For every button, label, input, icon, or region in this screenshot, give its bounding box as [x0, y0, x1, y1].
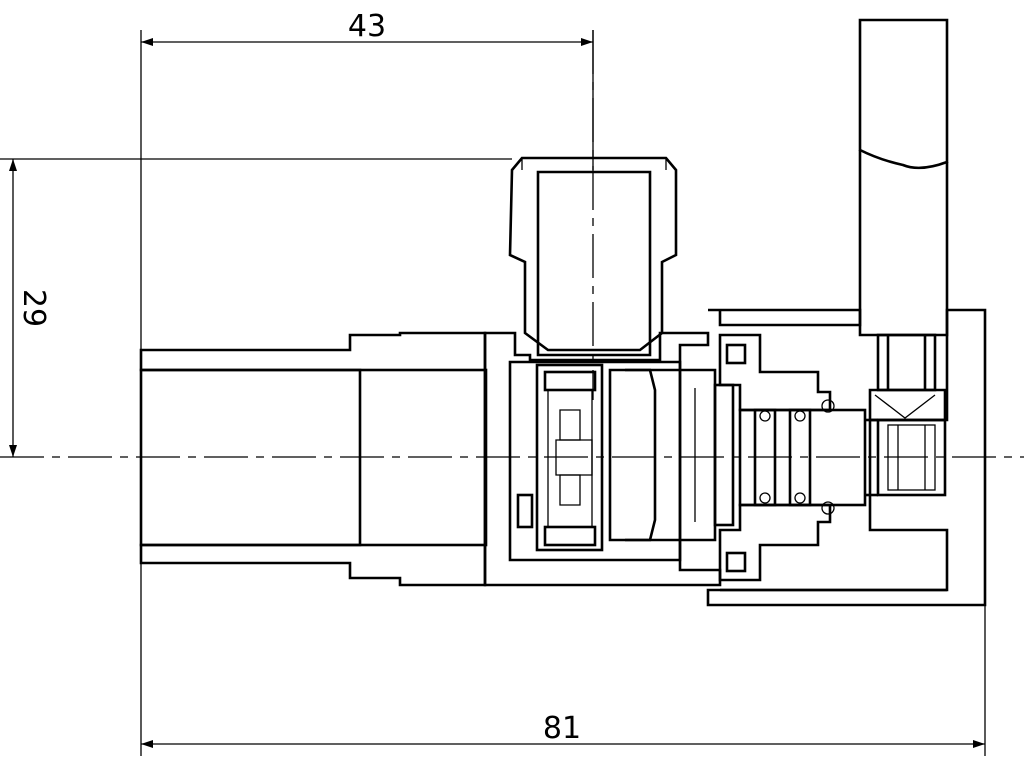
valve-cap: [706, 308, 987, 607]
dimension-top: 43: [140, 9, 594, 756]
dimension-bottom: 81: [141, 600, 986, 756]
dimension-bottom-label: 81: [543, 711, 581, 746]
valve-body: [139, 156, 722, 587]
dimension-top-label: 43: [348, 9, 386, 44]
valve-handle: [858, 18, 949, 422]
dimension-left: 29: [0, 158, 512, 457]
dimension-left-label: 29: [16, 289, 51, 327]
spindle-assembly: [718, 333, 878, 582]
center-lines: [0, 30, 1024, 458]
